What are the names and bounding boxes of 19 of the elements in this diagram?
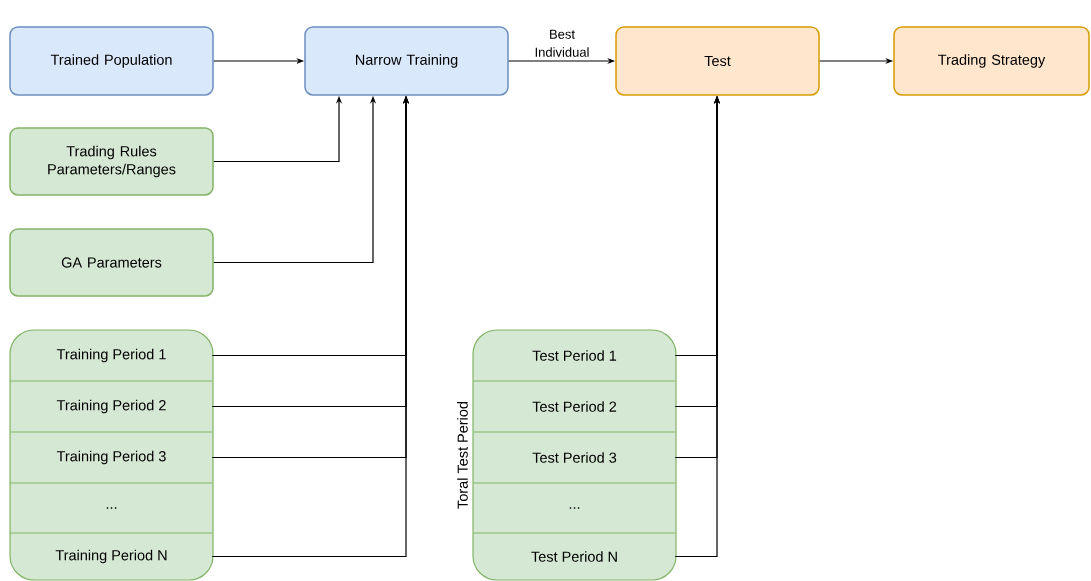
list-row: ...	[106, 507, 117, 509]
list-row: Test Period 3	[532, 452, 617, 463]
group-box	[9, 329, 214, 581]
process-box: Trading Strategy	[893, 26, 1090, 96]
list-row: Test Period 1	[532, 350, 617, 361]
edge-label: Best Individual	[535, 29, 589, 57]
process-box: Test	[615, 26, 820, 96]
process-box: GA Parameters	[9, 228, 214, 297]
list-row: Test Period 2	[532, 401, 617, 412]
node-label: Toral Test Period	[457, 401, 468, 509]
list-row: Test Period N	[531, 551, 617, 562]
process-box: Trading Rules Parameters/Ranges	[9, 127, 214, 196]
process-box: Narrow Training	[304, 26, 509, 96]
list-row: Training Period 3	[56, 450, 166, 465]
process-box: Trained Population	[9, 26, 214, 96]
list-row: Training Period 1	[56, 348, 166, 363]
list-row: Training Period N	[55, 549, 167, 564]
list-row: ...	[569, 507, 580, 509]
list-row: Training Period 2	[56, 399, 166, 414]
